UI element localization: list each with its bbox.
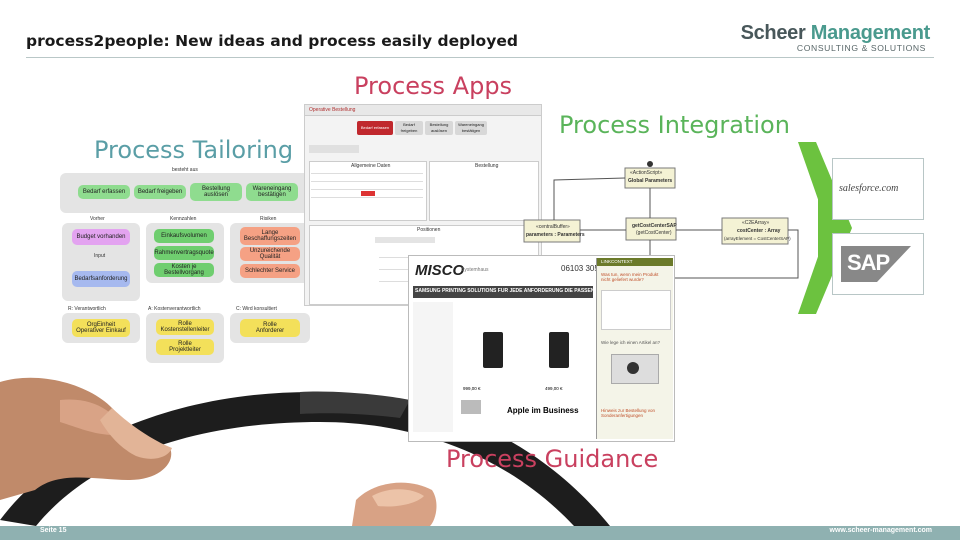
guidance-side-panel: LINKCONTEXT Was tun, wenn mein Produkt n… [596, 258, 673, 439]
tailoring-column-header: Kennzahlen [170, 216, 197, 222]
tailoring-role-line: Anforderer [255, 328, 285, 334]
integration-box-stereotype: «centralBuffer» [536, 224, 570, 230]
shop-banner: SAMSUNG PRINTING SOLUTIONS FÜR JEDE ANFO… [415, 288, 593, 294]
tailoring-role-line: Projektleiter [169, 347, 201, 353]
label-process-integration: Process Integration [559, 111, 790, 139]
tailoring-column-header: Risiken [260, 216, 277, 222]
page-number: Seite 15 [40, 527, 67, 534]
tailoring-role-line: Kostenstellenleiter [160, 327, 210, 333]
play-icon[interactable] [627, 362, 639, 374]
product-heading: Apple im Business [507, 406, 579, 415]
misco-subtitle: Systemhaus [461, 267, 489, 273]
logo-tagline: CONSULTING & SOLUTIONS [796, 43, 926, 53]
product-price: 999,00 € [463, 386, 481, 391]
sap-card: SAP [832, 233, 924, 295]
tailoring-role-header: A: Kostenverantwortlich [148, 306, 201, 312]
logo-word-scheer: Scheer [740, 22, 806, 44]
guidance-panel-title: LINKCONTEXT [601, 259, 633, 264]
logo-word-management: Management [810, 22, 931, 44]
integration-box-detail: (arrayElement = CostCenterSAP) [724, 236, 791, 241]
tailoring-item: Rahmenvertragsquote [154, 246, 214, 260]
tailoring-item: Lange Beschaffungszeiten [240, 227, 300, 245]
tailoring-role: Rolle Projektleiter [156, 339, 214, 355]
tailoring-column-header: Vorher [90, 216, 105, 222]
footer-bar: Seite 15 www.scheer-management.com [0, 526, 960, 540]
product-price: 499,00 € [545, 386, 563, 391]
process-tailoring-diagram: besteht aus Bedarf erfassen Bedarf freig… [60, 167, 316, 363]
app-step[interactable]: Wareneingang bestätigen [455, 121, 487, 135]
guidance-item[interactable]: Hinweis zur Bestellung von Sonderanferti… [601, 408, 656, 418]
green-chevron-arrow-icon [798, 142, 852, 314]
misco-logo: MISCO [415, 262, 465, 279]
tailoring-item: Budget vorhanden [72, 229, 130, 245]
sap-logo-icon [841, 246, 911, 282]
tailoring-item: Kosten je Bestellvorgang [154, 263, 214, 277]
tailoring-role-line: Rolle [263, 322, 277, 328]
tailoring-role: OrgEinheit Operativer Einkauf [72, 319, 130, 337]
tailoring-item: Schlechter Service [240, 264, 300, 278]
integration-box-name: getCostCenterSAP [632, 223, 677, 229]
sap-logo-text: SAP [847, 250, 890, 275]
tailoring-item: Bedarfsanforderung [72, 271, 130, 287]
tailoring-role-header: C: Wird konsultiert [236, 306, 277, 312]
tailoring-role-line: Rolle [178, 321, 192, 327]
label-process-tailoring: Process Tailoring [94, 136, 294, 164]
process-guidance-screenshot: MISCO Systemhaus 06103 305 2 SAMSUNG PRI… [408, 255, 675, 442]
tailoring-top-header: besteht aus [172, 167, 198, 173]
guidance-item[interactable]: Wie lege ich einen Artikel an? [601, 340, 661, 345]
tailoring-role: Rolle Anforderer [240, 319, 300, 337]
app-step[interactable]: Bestellung auslösen [425, 121, 453, 135]
company-logo: Scheer Management [740, 22, 931, 45]
tailoring-sub-header: Input [94, 253, 106, 259]
integration-box-detail: (getCostCenter) [636, 230, 672, 236]
footer-url[interactable]: www.scheer-management.com [829, 527, 932, 534]
tailoring-role-line: Operativer Einkauf [76, 328, 126, 334]
tailoring-role: Rolle Kostenstellenleiter [156, 319, 214, 335]
integration-box-stereotype: «ActionScript» [630, 170, 663, 176]
integration-box-name: parameters : Parameters [526, 232, 585, 238]
app-section-header: Allgemeine Daten [351, 163, 391, 169]
app-section-header: Positionen [417, 227, 441, 233]
app-section-header: Bestellung [475, 163, 499, 169]
tailoring-step: Bestellung auslösen [190, 183, 242, 201]
app-title: Operative Bestellung [309, 107, 356, 113]
tailoring-step: Bedarf freigeben [134, 185, 186, 199]
salesforce-logo: salesforce.com [839, 183, 899, 194]
tailoring-role-line: OrgEinheit [86, 322, 116, 328]
guidance-item[interactable]: Was tun, wenn mein Produkt nicht geliefe… [601, 272, 659, 282]
integration-box-name: Global Parameters [628, 178, 673, 184]
process-integration-diagram [523, 161, 799, 279]
tailoring-item: Einkaufsvolumen [154, 229, 214, 243]
tailoring-step: Wareneingang bestätigen [246, 183, 298, 201]
label-process-apps: Process Apps [354, 72, 513, 100]
laptop-image [461, 400, 481, 414]
tablet-image [549, 332, 569, 368]
app-step[interactable]: Bedarf freigeben [395, 121, 423, 135]
tailoring-item: Unzureichende Qualität [240, 247, 300, 261]
shop-phone: 06103 305 2 [561, 264, 606, 273]
tailoring-role-line: Rolle [178, 341, 192, 347]
tailoring-step: Bedarf erfassen [78, 185, 130, 199]
label-process-guidance: Process Guidance [446, 445, 659, 473]
integration-box-stereotype: «C2EArray» [742, 220, 770, 226]
header-divider [26, 57, 934, 58]
integration-box-name: costCenter : Array [737, 228, 781, 234]
tablet-image [483, 332, 503, 368]
slide-title: process2people: New ideas and process ea… [26, 32, 518, 50]
tailoring-role-header: R: Verantwortlich [68, 306, 106, 312]
salesforce-card: salesforce.com [832, 158, 924, 220]
app-step-active[interactable]: Bedarf erfassen [357, 121, 393, 135]
